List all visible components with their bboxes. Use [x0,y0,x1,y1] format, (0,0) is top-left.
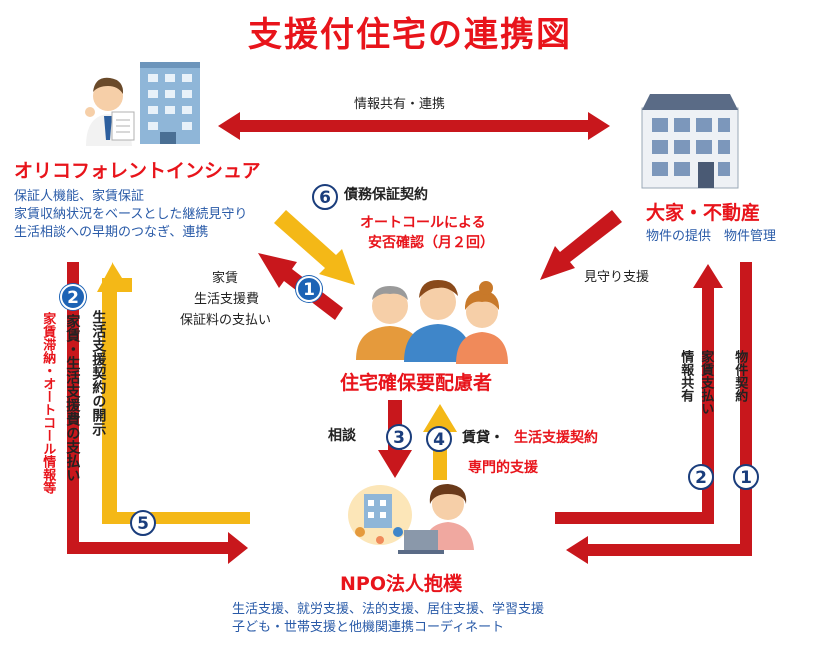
badge-3: 3 [386,424,412,450]
npo-staff-icon [348,484,474,554]
payment-label: 生活支援費 [194,292,260,307]
npo-line: 子ども・世帯支援と他機関連携コーディネート [232,620,505,635]
contract-label: 賃貸・ [462,430,504,446]
payment-label: 保証料の支払い [180,313,272,328]
consult-label: 相談 [328,428,356,444]
payment-label: 家賃 [212,271,239,286]
right-label-c: 物件契約 [732,350,748,402]
landlord-services: 物件の提供 物件管理 [646,229,777,244]
autocall-label: オートコールによる [360,215,486,231]
monitoring-label: 見守り支援 [584,270,650,285]
npo-name: NPO法人抱樸 [340,573,462,595]
insurer-line: 家賃収納状況をベースとした継続見守り [14,207,248,222]
monitoring-arrow [540,210,622,280]
badge-6: 6 [312,184,338,210]
left-black-label-2: 生活支援契約の開示 [90,310,107,436]
badge-1: 1 [296,276,322,302]
left-black-label: 家賃・生活支援費の支払い [64,314,81,482]
autocall-label: 安否確認（月２回） [368,235,494,251]
family-icon [356,280,508,364]
right-label-b: 情報共有 [678,350,694,402]
badge-2-left: 2 [60,284,86,310]
insurer-line: 保証人機能、家賃保証 [14,189,145,204]
tenant-name: 住宅確保要配慮者 [340,372,493,394]
npo-line: 生活支援、就労支援、法的支援、居住支援、学習支援 [232,602,545,617]
expert-support-label: 専門的支援 [468,460,538,476]
right-label-a: 家賃支払い [698,350,714,415]
guarantee-arrow [274,210,355,285]
left-red-label: 家賃滞納・オートコール情報等 [40,312,56,494]
badge-2-right: 2 [688,464,714,490]
landlord-name: 大家・不動産 [646,202,761,224]
diagram-title: 支援付住宅の連携図 [248,15,572,55]
badge-5: 5 [130,510,156,536]
left-yellow-head [97,264,127,292]
guarantee-label: 債務保証契約 [344,187,428,203]
left-red-loop-arrow [67,262,248,564]
info-sharing-arrow [218,112,610,140]
badge-1-right: 1 [733,464,759,490]
top-link-label: 情報共有・連携 [354,97,446,112]
badge-4: 4 [426,426,452,452]
right-upper-loop-arrow [555,264,723,524]
insurer-name: オリコフォレントインシュア [14,160,261,182]
contract-label-red: 生活支援契約 [514,430,598,446]
office-worker-icon [85,62,200,146]
apartment-building-icon [641,94,739,189]
insurer-line: 生活相談への早期のつなぎ、連携 [14,225,209,240]
